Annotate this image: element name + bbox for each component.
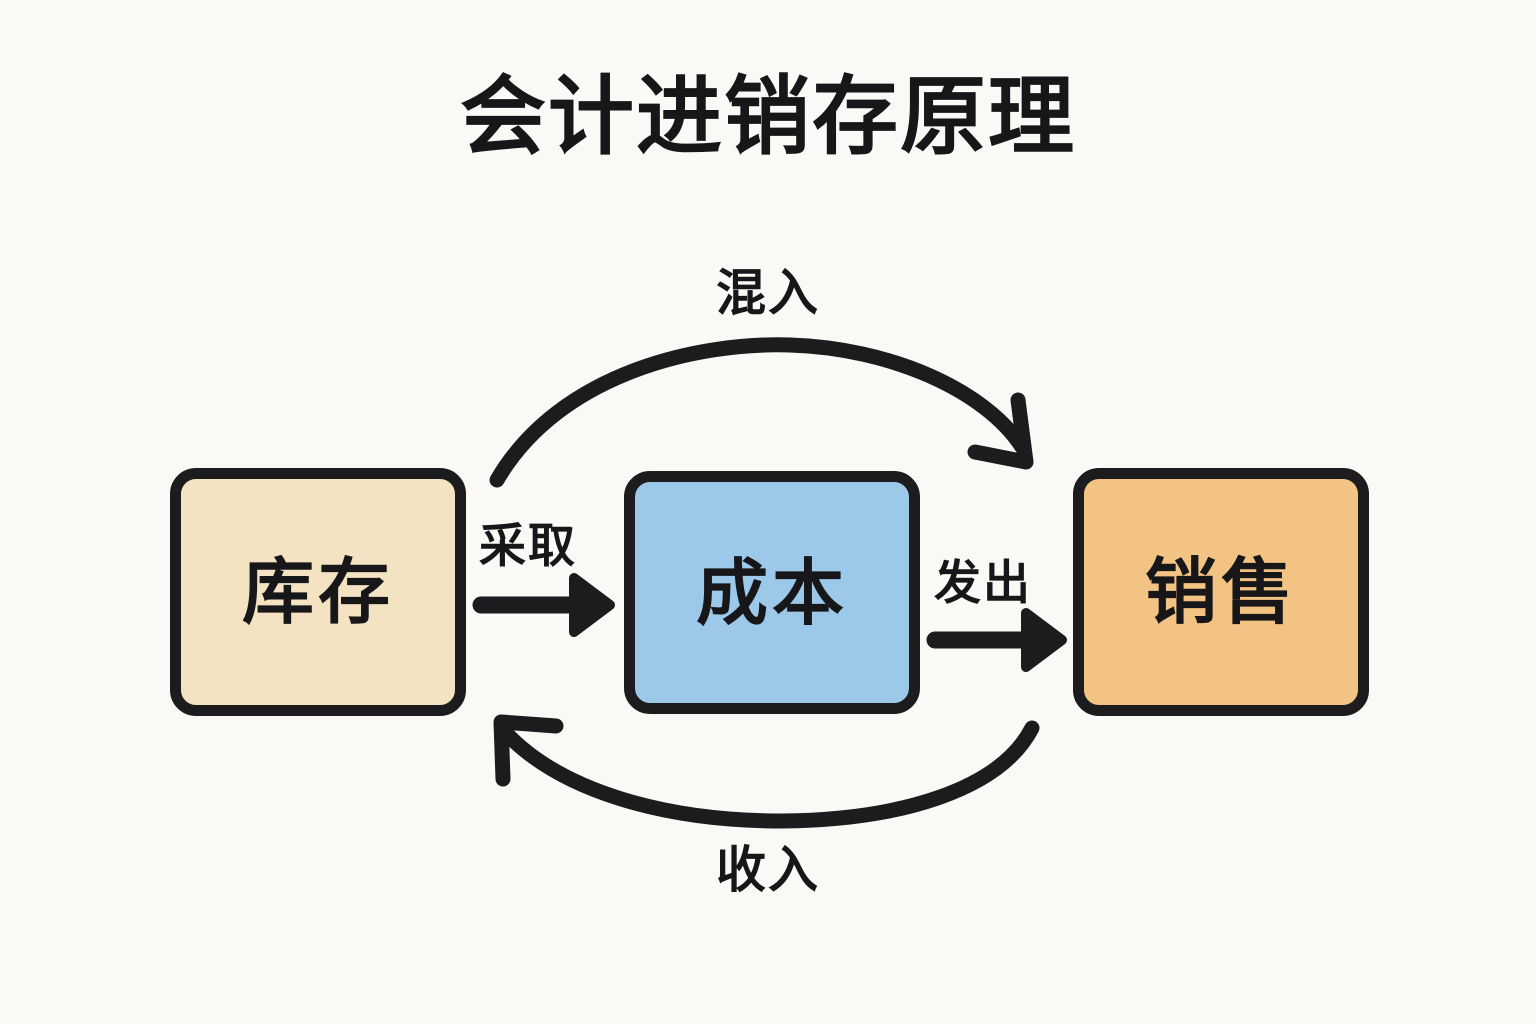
adopt-arrow xyxy=(472,573,615,637)
edge-label-issue: 发出 xyxy=(934,556,1032,611)
node-cost[interactable]: 成本 xyxy=(624,471,920,714)
bottom-arc-arrow xyxy=(493,714,1040,829)
node-sales[interactable]: 销售 xyxy=(1073,468,1369,716)
issue-arrow xyxy=(926,608,1067,672)
top-arc-arrow xyxy=(489,337,1034,488)
node-sales-label: 销售 xyxy=(1144,550,1297,634)
page-title: 会计进销存原理 xyxy=(460,67,1076,167)
edge-label-adopt: 采取 xyxy=(479,519,577,574)
node-inventory-label: 库存 xyxy=(241,550,394,634)
node-inventory[interactable]: 库存 xyxy=(170,468,466,716)
edge-label-top-arc: 混入 xyxy=(716,264,820,322)
node-cost-label: 成本 xyxy=(695,550,848,635)
edge-label-bottom-arc: 收入 xyxy=(716,841,820,899)
